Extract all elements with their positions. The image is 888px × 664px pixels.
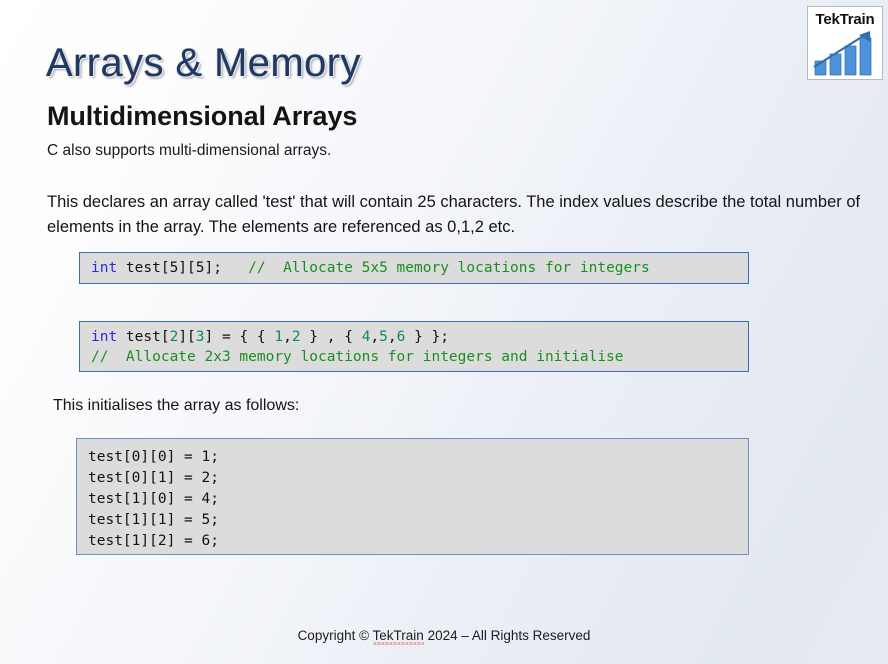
logo-wordmark: TekTrain: [815, 11, 875, 28]
code-token-plain: } };: [414, 329, 450, 345]
code-token-plain: test[0][0] = 1; test[0][1] = 2; test[1][…: [88, 449, 219, 549]
code-token-keyword: int: [91, 260, 118, 276]
code-token-plain: ] = { {: [204, 329, 275, 345]
code-token-number: 1: [274, 329, 284, 345]
code-token-plain: ,: [370, 329, 380, 345]
code-block-declaration: int test[5][5]; // Allocate 5x5 memory l…: [79, 252, 749, 284]
code-token-keyword: int: [91, 329, 118, 345]
footer-prefix: Copyright ©: [297, 628, 373, 643]
page-title: Arrays & Memory: [46, 41, 361, 85]
copyright-footer: Copyright © TekTrain 2024 – All Rights R…: [0, 628, 888, 643]
code-token-number: 5: [379, 329, 388, 345]
code-token-number: 2: [291, 329, 301, 345]
footer-brand: TekTrain: [372, 628, 424, 643]
tektrain-logo: TekTrain: [807, 6, 883, 80]
footer-suffix: 2024 – All Rights Reserved: [423, 628, 591, 643]
code-token-number: 6: [396, 329, 406, 345]
code-token-plain: test[: [117, 329, 170, 345]
code-token-number: 2: [169, 329, 179, 345]
description-paragraph: This declares an array called 'test' tha…: [47, 193, 861, 236]
code-token-comment: // Allocate 5x5 memory locations for int…: [248, 260, 650, 276]
lead-text: C also supports multi-dimensional arrays…: [47, 142, 332, 159]
code-token-plain: test[5][5];: [117, 260, 249, 276]
code-token-plain: ,: [387, 329, 397, 345]
page-subtitle: Multidimensional Arrays: [47, 101, 358, 131]
code-block-element-values: test[0][0] = 1; test[0][1] = 2; test[1][…: [76, 438, 749, 555]
code-token-number: 4: [361, 329, 371, 345]
code-block-initialisation: int test[2][3] = { { 1,2 } , { 4,5,6 } }…: [79, 321, 749, 372]
code-token-comment: // Allocate 2x3 memory locations for int…: [91, 349, 624, 365]
bar-chart-growth-icon: [813, 31, 872, 76]
code-token-plain: ,: [283, 329, 292, 345]
code-token-number: 3: [195, 329, 205, 345]
init-caption: This initialises the array as follows:: [53, 397, 300, 414]
code-token-plain: ][: [178, 329, 196, 345]
code-token-plain: } , {: [300, 329, 362, 345]
